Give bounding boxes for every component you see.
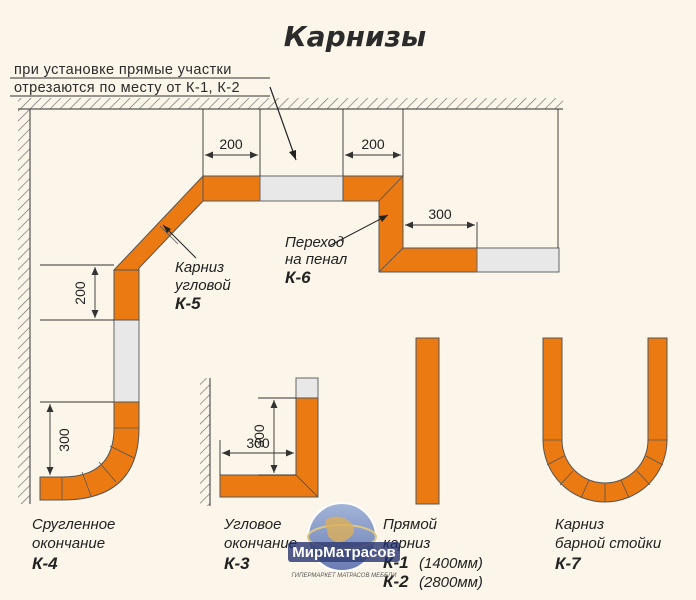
k6-label: Переход на пенал К-6 (285, 234, 348, 287)
k3-label: Угловое окончание К-3 (223, 516, 297, 573)
dim-300-k4: 300 (56, 428, 72, 452)
k3-corner-end (219, 377, 319, 498)
k5-line-1: Карниз (175, 259, 224, 276)
k4-code: К-4 (32, 554, 58, 573)
watermark-logo: МирМатрасов ГИПЕРМАРКЕТ МАТРАСОВ МЕБЕЛИ (288, 502, 400, 579)
k2-code: К-2 (383, 572, 409, 591)
k3-line-1: Угловое (223, 516, 281, 533)
diagram-title: Карнизы (284, 20, 426, 53)
k4-line-1: Сругленное (32, 516, 115, 533)
dimension-lines (40, 109, 559, 475)
k7-label: Карниз барной стойки К-7 (555, 516, 662, 573)
k4-line-2: окончание (32, 535, 105, 552)
k3-line-2: окончание (224, 535, 297, 552)
k1-line-1: Прямой (383, 516, 438, 533)
wall-hatching (18, 98, 563, 506)
dim-300-top: 300 (428, 206, 452, 222)
k5-line-2: угловой (174, 277, 231, 294)
dim-300-k3-vertical: 300 (251, 424, 267, 448)
dim-200-right: 200 (361, 136, 385, 152)
k4-label: Сругленное окончание К-4 (32, 516, 115, 573)
note-pointer-arrow (269, 86, 297, 161)
k6-pointer-arrow (328, 214, 389, 247)
watermark-tagline: ГИПЕРМАРКЕТ МАТРАСОВ МЕБЕЛИ (292, 573, 398, 579)
k6-line-2: на пенал (285, 251, 348, 268)
k7-line-2: барной стойки (555, 535, 662, 552)
k1-size: (1400мм) (419, 555, 483, 572)
dim-300-k3-horizontal: 300 (246, 435, 270, 451)
k1-straight-cornice (415, 337, 440, 505)
k7-code: К-7 (555, 554, 582, 573)
k5-label: Карниз угловой К-5 (174, 259, 231, 313)
note-line-1: при установке прямые участки (14, 62, 232, 78)
k2-size: (2800мм) (419, 574, 483, 591)
dim-200-vertical: 200 (72, 281, 88, 305)
k7-line-1: Карниз (555, 516, 604, 533)
k5-code: К-5 (175, 294, 201, 313)
main-cornice-run (39, 174, 560, 501)
k6-code: К-6 (285, 268, 311, 287)
dim-200-left: 200 (219, 136, 243, 152)
watermark-brand: МирМатрасов (292, 544, 395, 561)
k3-code: К-3 (224, 554, 250, 573)
installation-note: при установке прямые участки отрезаются … (10, 62, 297, 161)
k7-bar-cornice (542, 337, 668, 503)
dimension-arrowheads (46, 151, 475, 475)
k6-line-1: Переход (285, 234, 344, 251)
note-line-2: отрезаются по месту от К-1, К-2 (14, 80, 240, 96)
